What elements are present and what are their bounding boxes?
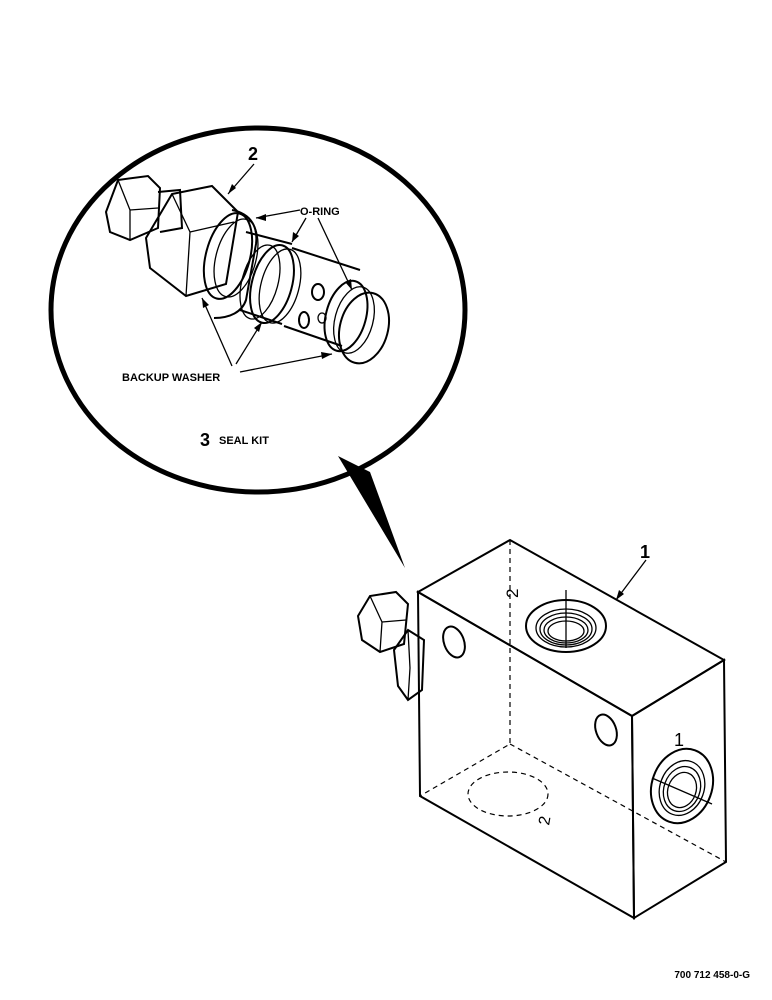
cartridge-shoulder	[213, 209, 258, 319]
cartridge-valve-drawing	[104, 174, 390, 365]
block-hidden-edge-2	[509, 743, 727, 863]
valve-block-drawing	[356, 538, 728, 920]
detail-leaders	[201, 163, 353, 373]
detail-circle	[48, 125, 468, 495]
port-top-number: 2	[503, 589, 522, 598]
callout-block-number: 1	[640, 542, 650, 562]
cartridge-spool	[239, 231, 293, 325]
block-front-face	[416, 590, 636, 920]
leader-washer-3	[239, 353, 333, 373]
block-side-port	[649, 747, 715, 825]
block-cartridge-small-hex	[356, 590, 410, 654]
cartridge-large-hex	[144, 184, 240, 298]
leader-oring-3	[317, 217, 353, 291]
callout-cartridge-number: 2	[248, 144, 258, 164]
port-bottom-number: 2	[536, 815, 554, 827]
leader-washer-1	[201, 297, 233, 367]
detail-magnifier	[48, 125, 468, 568]
block-mount-hole-2	[594, 713, 618, 747]
block-mount-hole-1	[442, 625, 466, 659]
block-hidden-edge-1	[419, 540, 511, 797]
block-top-face	[415, 538, 726, 718]
oring-label: O-RING	[300, 206, 340, 218]
backup-washer-label: BACKUP WASHER	[122, 372, 220, 384]
cartridge-small-hex	[104, 174, 162, 242]
detail-pointer	[338, 456, 405, 568]
seal-kit-number: 3	[200, 430, 210, 450]
port-side-number: 1	[674, 730, 684, 750]
oring-3	[323, 279, 369, 353]
spool-port-hole-1	[311, 283, 325, 301]
drawing-number: 700 712 458-0-G	[674, 970, 750, 981]
cartridge-neck	[157, 188, 184, 233]
block-bottom-port-hidden	[467, 771, 549, 817]
block-leaders	[615, 559, 647, 601]
spool-port-hole-2	[298, 311, 310, 329]
seal-kit-label: SEAL KIT	[219, 435, 269, 447]
cartridge-end-face	[338, 291, 390, 365]
